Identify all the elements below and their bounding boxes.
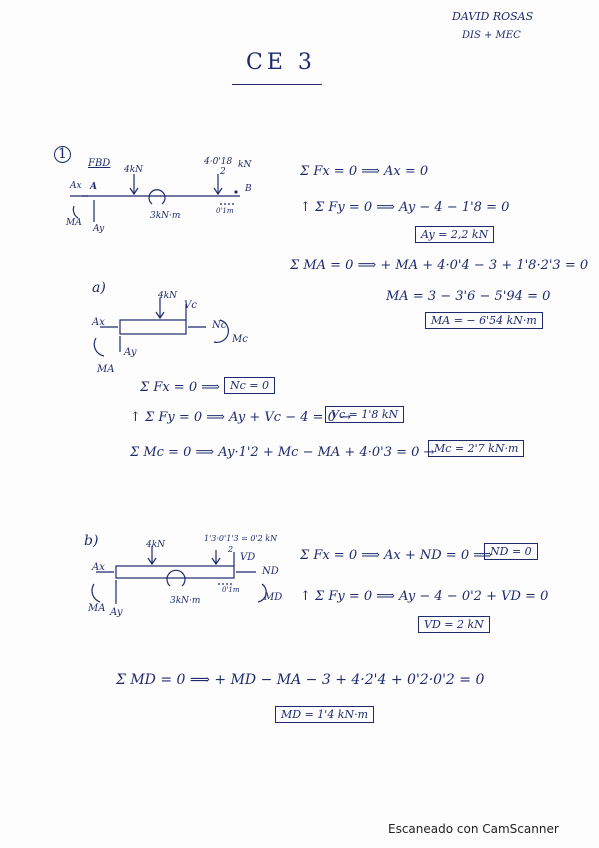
part-b-load2-top: 1'3·0'1'3 = 0'2 kN <box>204 534 278 543</box>
part-b-ans-nd: ND = 0 <box>484 543 538 560</box>
camscanner-watermark: Escaneado con CamScanner <box>388 822 559 836</box>
part-b-ma-label: MA <box>88 603 106 614</box>
part-a-vc-label: Vc <box>184 300 197 311</box>
fbd-moment-arc <box>148 189 166 205</box>
part-a-eq-fy: ↑ Σ Fy = 0 ⟹ Ay + Vc − 4 = 0 → <box>130 410 351 425</box>
part-a-mc-label: Mc <box>232 334 248 345</box>
fbd-point-b-label: B <box>245 184 252 194</box>
p1-ans-ay: Ay = 2,2 kN <box>415 226 495 243</box>
part-a-mc-arc <box>213 319 229 343</box>
fbd-ma-arc <box>72 205 79 219</box>
part-b-eq-fx: Σ Fx = 0 ⟹ Ax + ND = 0 ⟹ <box>300 548 492 563</box>
part-b-md-label: MD <box>264 592 283 603</box>
fbd-load-right-head <box>213 187 223 196</box>
part-b-load2-head <box>211 557 221 566</box>
fbd-load-left: 4kN <box>124 165 144 175</box>
part-b-eq-fy: ↑ Σ Fy = 0 ⟹ Ay − 4 − 0'2 + VD = 0 <box>300 589 549 604</box>
part-b-vd-label: VD <box>240 552 256 563</box>
part-b-ax-label: Ax <box>92 562 105 573</box>
fbd-diagram <box>70 174 240 222</box>
problem-number: 1 <box>54 146 71 163</box>
part-b-moment-label: 3kN·m <box>170 596 201 606</box>
problem-number-text: 1 <box>58 146 67 162</box>
author-name: DAVID ROSAS <box>452 10 534 23</box>
p1-eq-ma: Σ MA = 0 ⟹ + MA + 4·0'4 − 3 + 1'8·2'3 = … <box>290 258 589 273</box>
part-a-ax-label: Ax <box>92 317 105 328</box>
fbd-load-right-bottom: 2 <box>220 167 226 177</box>
part-b-ans-md: MD = 1'4 kN·m <box>275 706 375 723</box>
part-b-load-label: 4kN <box>146 540 166 550</box>
part-a-ans-mc: Mc = 2'7 kN·m <box>428 440 525 457</box>
part-b-ay-label: Ay <box>110 607 123 618</box>
part-a-nc-label: Nc <box>212 320 227 331</box>
fbd-dist-label: 0'1m <box>216 207 234 215</box>
title-underline <box>232 84 322 85</box>
part-a-ma-arc <box>93 337 105 357</box>
p1-ans-ma: MA = − 6'54 kN·m <box>425 312 543 329</box>
part-b-load-head <box>147 557 157 566</box>
fbd-moment-label: 3kN·m <box>150 211 181 221</box>
part-b-ans-vd: VD = 2 kN <box>418 616 490 633</box>
part-a-ans-vc: Vc = 1'8 kN <box>325 406 405 423</box>
part-b-label: b) <box>84 533 99 549</box>
part-b-moment-arc <box>166 569 186 587</box>
part-a-ma-label: MA <box>97 364 115 375</box>
part-a-load-label: 4kN <box>158 291 178 301</box>
p1-eq-fy: ↑ Σ Fy = 0 ⟹ Ay − 4 − 1'8 = 0 <box>300 200 510 215</box>
fbd-load-left-head <box>129 187 139 196</box>
part-b-diagram <box>91 546 267 604</box>
part-a-eq-fx: Σ Fx = 0 ⟹ <box>140 380 220 395</box>
part-a-diagram <box>93 298 229 357</box>
course-name: DIS + MEC <box>462 30 521 41</box>
part-a-ans-nc: Nc = 0 <box>224 377 275 394</box>
part-a-label: a) <box>92 280 106 296</box>
fbd-ax-label: Ax <box>70 181 82 191</box>
p1-eq-fx: Σ Fx = 0 ⟹ Ax = 0 <box>300 164 429 179</box>
part-a-beam <box>119 319 187 335</box>
part-b-nd-label: ND <box>262 566 279 577</box>
part-a-eq-mc: Σ Mc = 0 ⟹ Ay·1'2 + Mc − MA + 4·0'3 = 0 … <box>130 445 435 460</box>
fbd-load-right-unit: kN <box>238 160 252 170</box>
fbd-ma-label: MA <box>66 218 82 228</box>
part-b-dist-label: 0'1m <box>222 586 240 594</box>
part-a-ay-label: Ay <box>124 347 137 358</box>
fbd-point-b <box>234 190 238 194</box>
part-b-eq-md: Σ MD = 0 ⟹ + MD − MA − 3 + 4·2'4 + 0'2·0… <box>116 672 485 688</box>
part-b-md-arc <box>257 583 267 603</box>
part-b-ma-arc <box>91 583 101 603</box>
part-a-load-head <box>155 311 165 320</box>
p1-eq-ma2: MA = 3 − 3'6 − 5'94 = 0 <box>386 289 551 304</box>
fbd-ay-label: Ay <box>93 224 105 234</box>
page-title: CE 3 <box>246 50 316 75</box>
fbd-point-a: A <box>90 182 97 192</box>
part-b-load2-bottom: 2 <box>228 545 234 554</box>
fbd-label: FBD <box>88 158 111 169</box>
fbd-load-right-top: 4·0'18 <box>204 157 233 167</box>
part-b-beam <box>115 565 235 579</box>
